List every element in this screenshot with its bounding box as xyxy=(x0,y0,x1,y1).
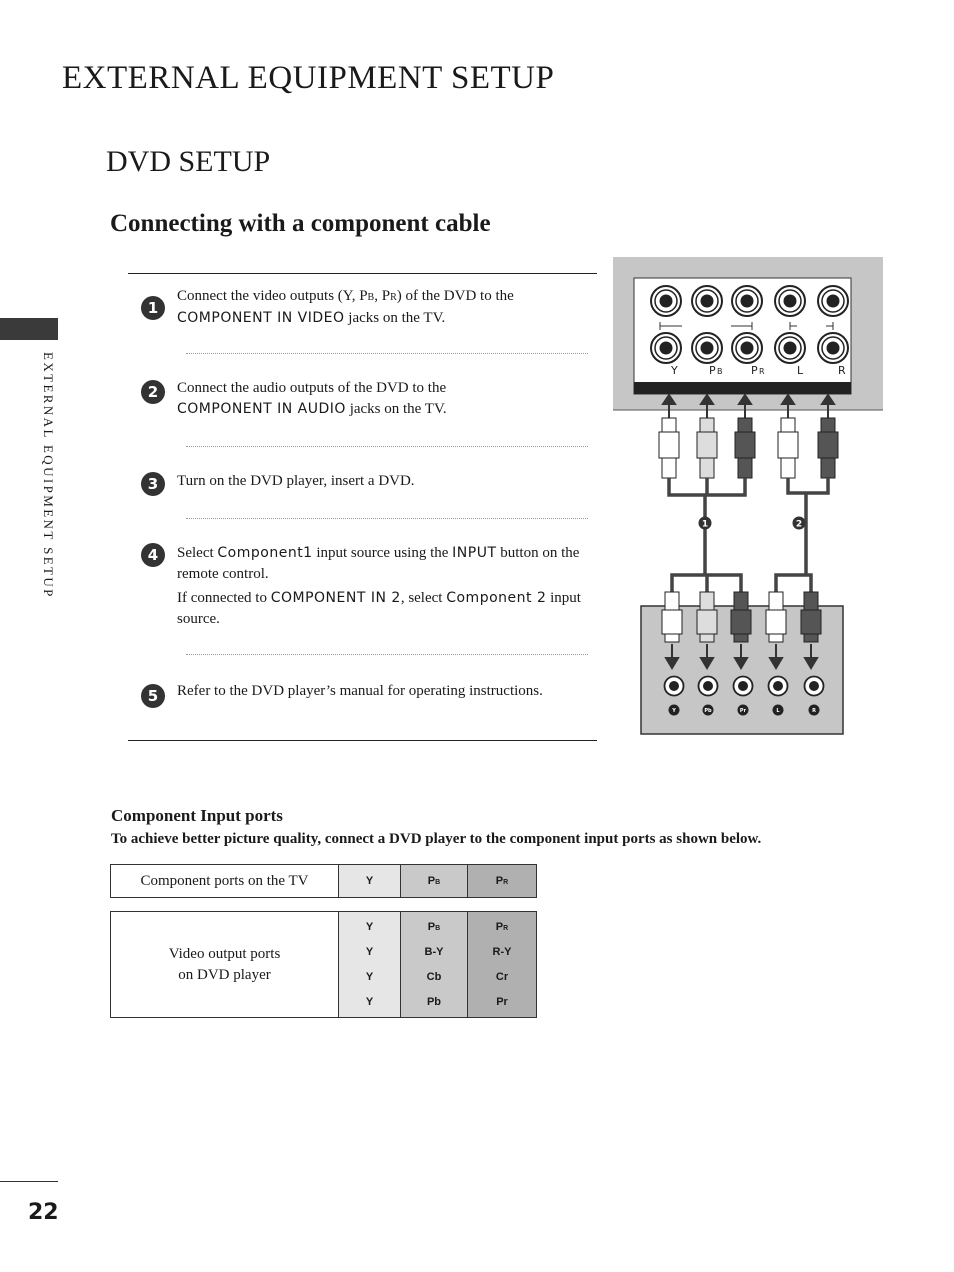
tv-label-y: Y xyxy=(670,364,678,377)
dvd-port-y-column: Y Y Y Y xyxy=(338,911,401,1018)
step-1-text: Connect the video outputs (Y, PB, PR) of… xyxy=(177,288,514,326)
tv-jack xyxy=(774,332,806,364)
tv-jack xyxy=(817,285,849,317)
tv-label-pb-sub: B xyxy=(717,367,723,376)
cable-number-1: 1 xyxy=(702,520,708,530)
connection-diagram: Y P B P R L R 1 2 xyxy=(613,257,883,735)
steps-bottom-rule xyxy=(128,740,597,741)
dvd-label-y: Y xyxy=(671,708,676,714)
step-4-text: Select Component1 input source using the… xyxy=(177,545,581,627)
tv-jack xyxy=(650,285,682,317)
tv-jack xyxy=(731,285,763,317)
rca-plug xyxy=(661,591,683,643)
tv-ports-label: Component ports on the TV xyxy=(110,864,339,898)
dvd-jack xyxy=(803,675,825,697)
dvd-jack xyxy=(732,675,754,697)
rca-plug xyxy=(658,417,680,479)
side-tab-text: EXTERNAL EQUIPMENT SETUP xyxy=(41,352,56,599)
page-title: EXTERNAL EQUIPMENT SETUP xyxy=(62,60,555,96)
dvd-jack xyxy=(663,675,685,697)
footer-rule xyxy=(0,1181,58,1182)
rca-plug xyxy=(817,417,839,479)
page-number: 22 xyxy=(28,1200,59,1225)
component-in-video-label: COMPONENT IN VIDEO xyxy=(177,310,345,326)
side-tab-marker xyxy=(0,318,58,340)
tv-port-pr: PR xyxy=(467,864,537,898)
step-3-text: Turn on the DVD player, insert a DVD. xyxy=(177,473,415,489)
dvd-label-l: L xyxy=(776,708,780,714)
step-4-number: 4 xyxy=(141,543,165,567)
rca-plug xyxy=(696,591,718,643)
dvd-ports-table: Video output ports on DVD player Y Y Y Y… xyxy=(110,911,537,1018)
step-1-number: 1 xyxy=(141,296,165,320)
dvd-label-r: R xyxy=(812,708,816,714)
step-divider xyxy=(186,446,588,447)
rca-plug xyxy=(800,591,822,643)
tv-label-pr: P xyxy=(751,364,758,377)
tv-port-pb: PB xyxy=(400,864,468,898)
tv-jack xyxy=(731,332,763,364)
component-in-audio-label: COMPONENT IN AUDIO xyxy=(177,401,346,417)
step-5-text: Refer to the DVD player’s manual for ope… xyxy=(177,683,543,699)
dvd-label-pb: Pb xyxy=(704,708,712,714)
rca-plug xyxy=(734,417,756,479)
step-3-number: 3 xyxy=(141,472,165,496)
dvd-label-pr: Pr xyxy=(740,708,747,714)
rca-plug xyxy=(696,417,718,479)
step-divider xyxy=(186,654,588,655)
step-5-number: 5 xyxy=(141,684,165,708)
ports-description: To achieve better picture quality, conne… xyxy=(111,831,762,847)
section-title: DVD SETUP xyxy=(106,145,271,178)
tv-label-r: R xyxy=(838,364,846,377)
rca-plug xyxy=(730,591,752,643)
dvd-jack xyxy=(767,675,789,697)
step-divider xyxy=(186,353,588,354)
subsection-title: Connecting with a component cable xyxy=(110,210,491,237)
rca-plug xyxy=(777,417,799,479)
steps-top-rule xyxy=(128,273,597,274)
cable-number-2: 2 xyxy=(796,520,802,530)
dvd-ports-label: Video output ports on DVD player xyxy=(110,911,339,1018)
dvd-port-pb-column: PB B-Y Cb Pb xyxy=(400,911,468,1018)
step-2-number: 2 xyxy=(141,380,165,404)
step-divider xyxy=(186,518,588,519)
tv-jack xyxy=(817,332,849,364)
rca-plug xyxy=(765,591,787,643)
dvd-port-pr-column: PR R-Y Cr Pr xyxy=(467,911,537,1018)
step-2-text: Connect the audio outputs of the DVD to … xyxy=(177,380,447,417)
ports-heading: Component Input ports xyxy=(111,806,283,825)
tv-ports-table: Component ports on the TV Y PB PR xyxy=(110,864,537,898)
tv-port-y: Y xyxy=(338,864,401,898)
tv-jack xyxy=(691,285,723,317)
tv-jack xyxy=(650,332,682,364)
tv-label-l: L xyxy=(797,364,804,377)
dvd-jack xyxy=(697,675,719,697)
tv-label-pb: P xyxy=(709,364,716,377)
tv-jack xyxy=(691,332,723,364)
tv-label-pr-sub: R xyxy=(759,367,765,376)
tv-jack xyxy=(774,285,806,317)
